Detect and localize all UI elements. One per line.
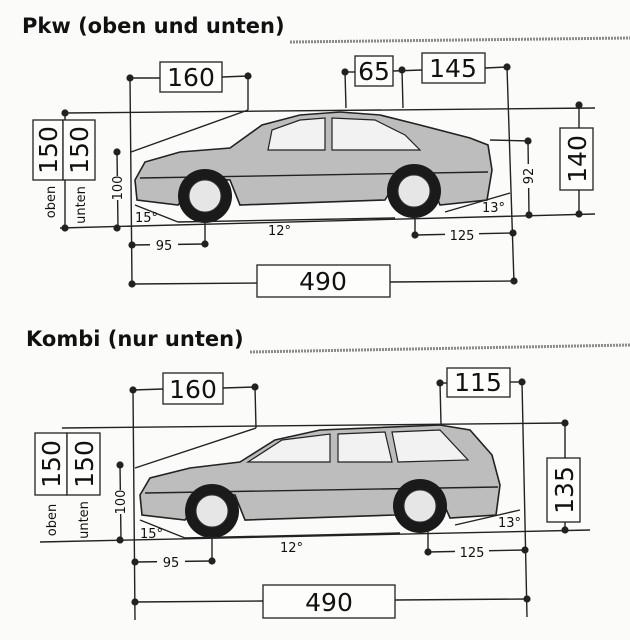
dim-front-overhang: 160	[169, 375, 217, 404]
dim-length: 490	[305, 588, 353, 617]
dim-length: 490	[299, 267, 347, 296]
label-oben: oben	[44, 186, 59, 218]
dim-height-oben: 150	[34, 126, 63, 174]
dim-rear-angle: 13°	[482, 201, 505, 216]
dim-roof-b: 145	[429, 54, 477, 83]
dim-rear-wheel: 125	[450, 229, 475, 244]
dim-right-height: 140	[563, 135, 592, 183]
dim-front-height: 100	[114, 490, 129, 515]
dim-roof-b: 115	[454, 368, 502, 397]
dim-height-oben: 150	[37, 440, 66, 488]
dim-right-height: 135	[550, 466, 579, 514]
title-rule	[289, 36, 630, 44]
dim-height-unten: 150	[70, 440, 99, 488]
sedan-car-drawing	[134, 111, 493, 223]
section-title: Kombi (nur unten)	[26, 327, 244, 351]
label-unten: unten	[74, 186, 89, 224]
section-title: Pkw (oben und unten)	[22, 14, 285, 38]
dim-front-angle: 15°	[135, 211, 158, 226]
dim-front-wheel: 95	[163, 556, 180, 571]
dim-belly-angle: 12°	[280, 541, 303, 556]
dim-rear-wheel: 125	[460, 546, 485, 561]
kombi-car-drawing	[139, 424, 501, 538]
dim-roof-a: 65	[358, 57, 390, 86]
dim-front-wheel: 95	[156, 239, 173, 254]
label-unten: unten	[77, 501, 92, 539]
dim-belly-angle: 12°	[268, 224, 291, 239]
label-oben: oben	[45, 504, 60, 536]
dim-front-height: 100	[111, 176, 126, 201]
dim-height-unten: 150	[65, 126, 94, 174]
pkw-section: Pkw (oben und unten)	[22, 14, 630, 298]
dim-front-angle: 15°	[140, 527, 163, 542]
dim-rear-angle: 13°	[498, 516, 521, 531]
kombi-section: Kombi (nur unten)	[26, 327, 630, 621]
dim-front-overhang: 160	[167, 63, 215, 92]
title-rule	[249, 343, 630, 354]
dim-rear-height: 92	[522, 168, 537, 185]
